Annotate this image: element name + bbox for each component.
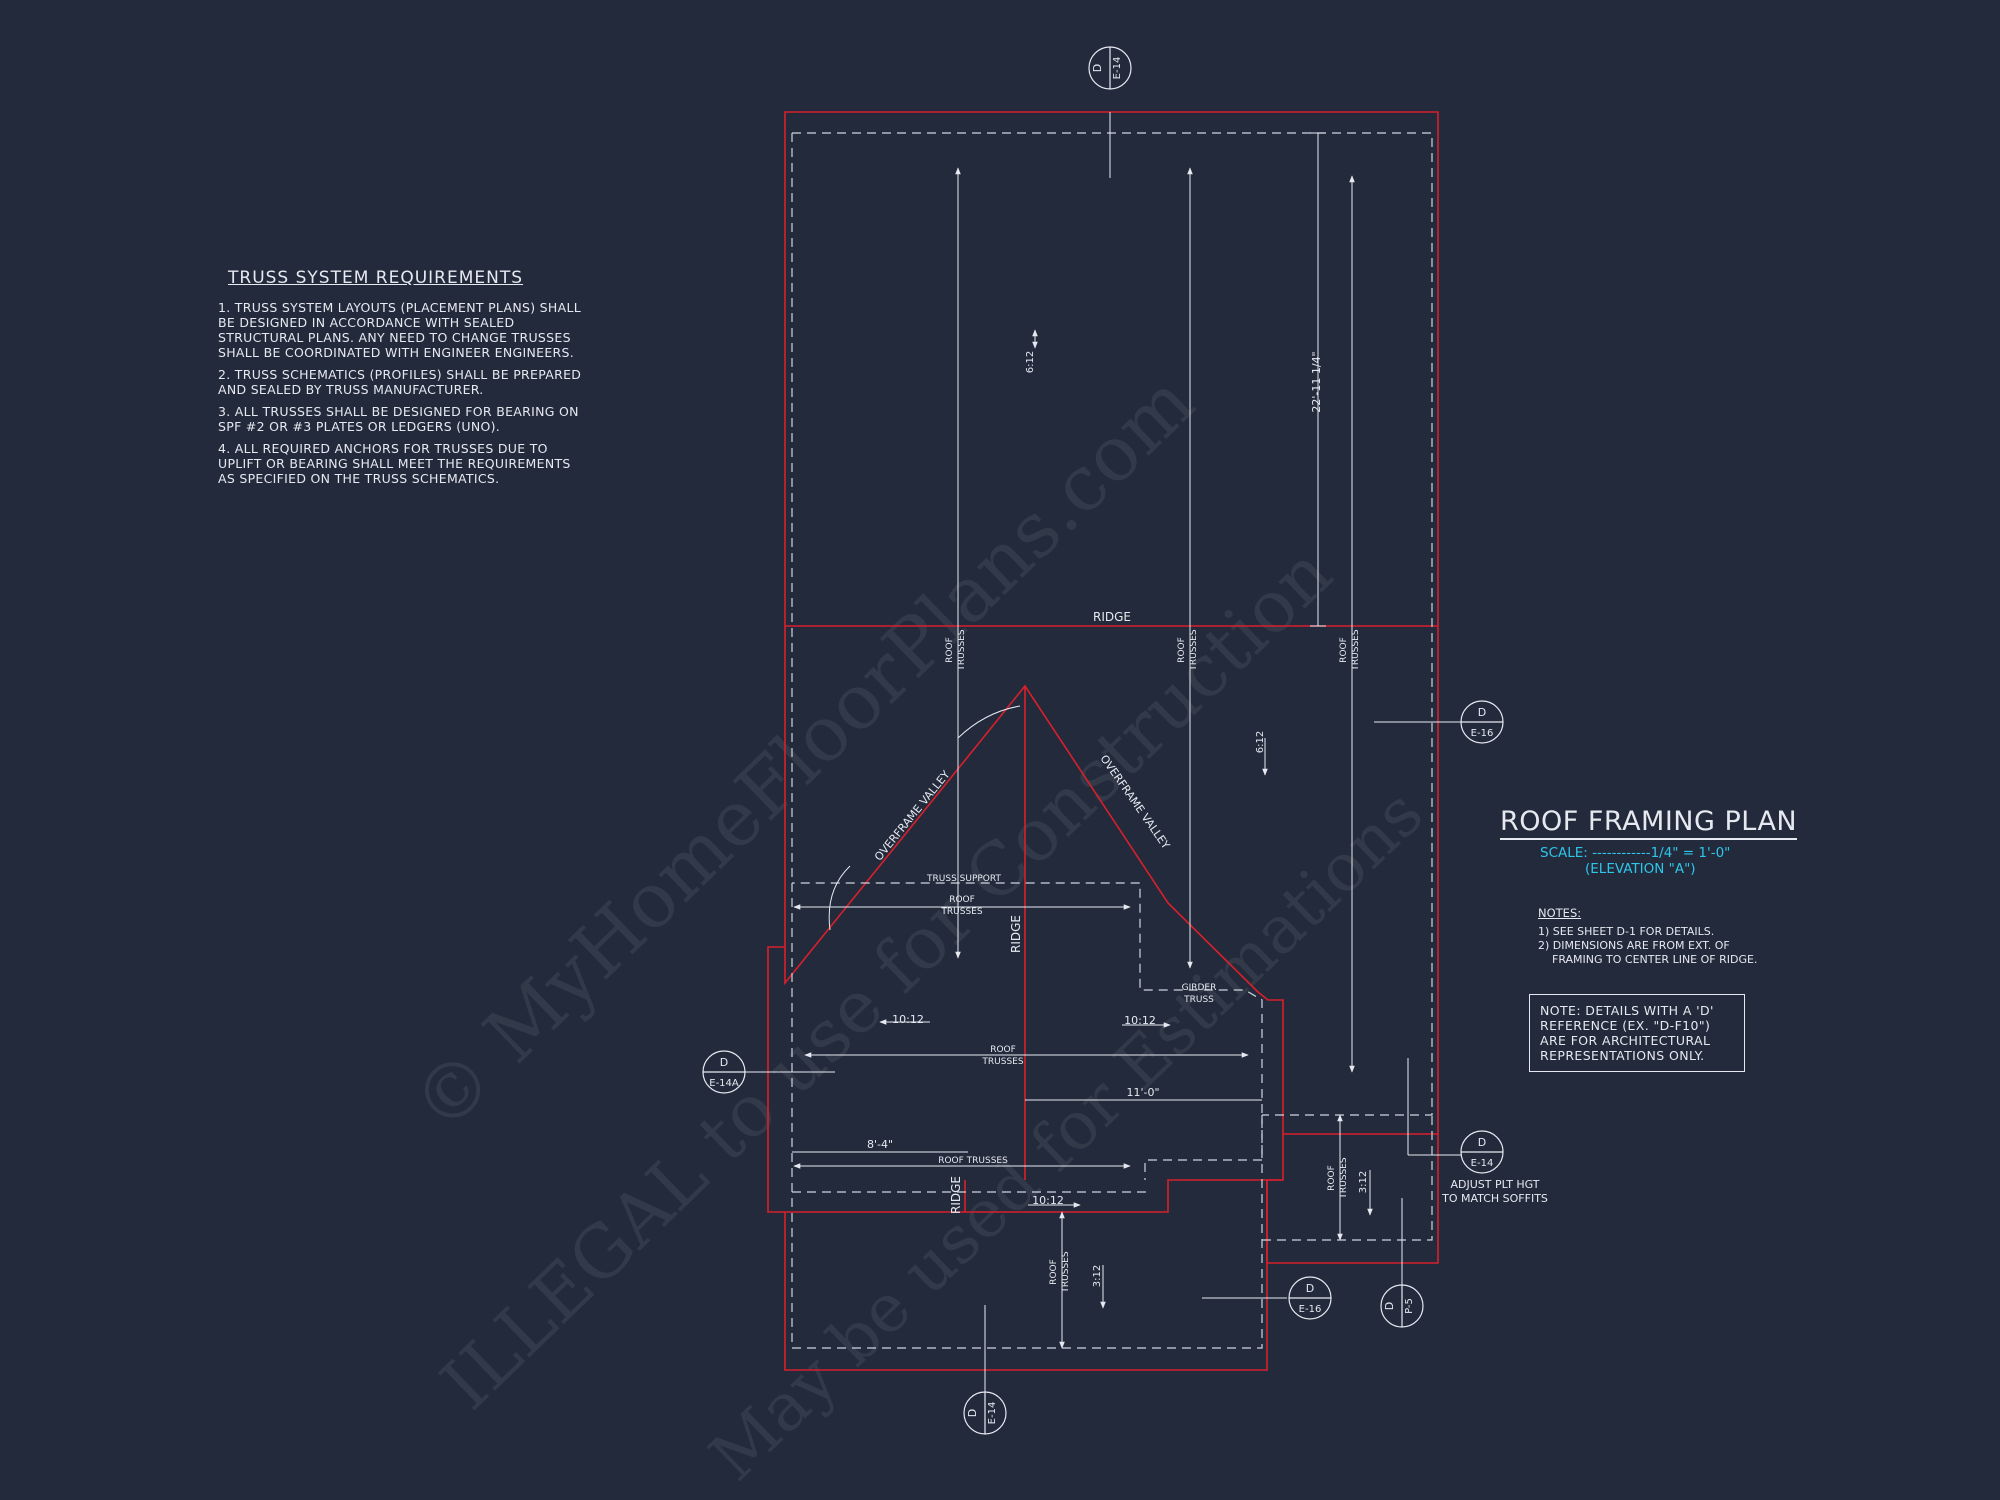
bottom-wing-outline <box>784 1180 1268 1371</box>
dimension-8: 8'-4" <box>867 1138 893 1151</box>
pitch-label: 6:12 <box>1025 351 1036 373</box>
pitch-label: 10:12 <box>1124 1014 1156 1027</box>
wall-dash-top <box>792 132 1433 1116</box>
detail-bubble-bottom-mid[interactable]: D E-16 <box>1288 1276 1332 1320</box>
roof-label: ROOF <box>1327 1165 1337 1191</box>
trusses-label: TRUSSES <box>940 907 982 917</box>
pitch-label: 10:12 <box>892 1013 924 1026</box>
plan-elevation: (ELEVATION "A") <box>1585 861 1696 877</box>
dimension-11: 11'-0" <box>1126 1086 1159 1099</box>
roof-label: ROOF <box>949 895 975 905</box>
bubble-sheet: E-14 <box>1471 1158 1494 1169</box>
plan-title: ROOF FRAMING PLAN <box>1500 806 1798 840</box>
adjust-note-1: ADJUST PLT HGT <box>1450 1178 1539 1191</box>
trusses-label: TRUSSES <box>1351 629 1361 671</box>
truss-requirement-item: 1. TRUSS SYSTEM LAYOUTS (PLACEMENT PLANS… <box>218 300 581 360</box>
truss-support-label: TRUSS SUPPORT <box>926 874 1001 884</box>
framing-outline <box>767 111 1439 1371</box>
note-line: FRAMING TO CENTER LINE OF RIDGE. <box>1552 953 1758 966</box>
trusses-label: TRUSSES <box>1061 1251 1071 1293</box>
roof-label: ROOF <box>1339 637 1349 663</box>
pitch-label: 6:12 <box>1255 731 1266 753</box>
pitch-label: 3:12 <box>1092 1265 1103 1287</box>
truss-requirement-item: 2. TRUSS SCHEMATICS (PROFILES) SHALL BE … <box>218 367 582 397</box>
ridge-label: RIDGE <box>1009 915 1023 953</box>
leaders <box>735 112 1462 1392</box>
pitch-label: 3:12 <box>1358 1171 1369 1193</box>
roof-label: ROOF <box>990 1045 1016 1055</box>
detail-bubble-right[interactable]: D E-16 <box>1460 700 1504 744</box>
bubble-sheet: E-14 <box>1112 57 1123 80</box>
roof-label: ROOF <box>945 637 955 663</box>
bubble-letter: D <box>1383 1302 1396 1310</box>
trusses-label: TRUSSES <box>1189 629 1199 671</box>
plan-scale: SCALE: ------------1/4" = 1'-0" <box>1540 845 1731 861</box>
girder-label: GIRDER <box>1182 983 1217 993</box>
detail-reference-note: NOTE: DETAILS WITH A 'D' REFERENCE (EX. … <box>1529 994 1745 1072</box>
overall-dimension: 22'-11 1/4" <box>1310 351 1323 412</box>
bubble-letter: D <box>1306 1282 1314 1295</box>
valley-label-right: OVERFRAME VALLEY <box>1097 752 1172 851</box>
detail-bubble-right-lower[interactable]: D E-14 <box>1460 1130 1504 1174</box>
roof-trusses-label: ROOF TRUSSES <box>938 1156 1008 1166</box>
bubble-sheet: P-5 <box>1404 1298 1415 1314</box>
truss-requirements: TRUSS SYSTEM REQUIREMENTS 1. TRUSS SYSTE… <box>218 268 588 493</box>
trusses-label: TRUSSES <box>957 629 967 671</box>
bubble-sheet: E-14 <box>987 1402 998 1425</box>
plan-labels: RIDGE ROOF TRUSSES ROOF TRUSSES ROOF TRU… <box>867 351 1548 1294</box>
roof-label: ROOF <box>1177 637 1187 663</box>
bubble-letter: D <box>1091 64 1104 72</box>
bubble-sheet: E-16 <box>1299 1304 1322 1315</box>
main-roof-outline <box>784 111 1439 1264</box>
pitch-label: 10:12 <box>1032 1194 1064 1207</box>
adjust-note-2: TO MATCH SOFFITS <box>1441 1192 1548 1205</box>
bubble-letter: D <box>1478 1136 1486 1149</box>
detail-bubble-top[interactable]: D E-14 <box>1088 46 1132 90</box>
truss-requirement-item: 4. ALL REQUIRED ANCHORS FOR TRUSSES DUE … <box>218 441 571 486</box>
note-line: 2) DIMENSIONS ARE FROM EXT. OF <box>1538 939 1730 952</box>
bubble-letter: D <box>1478 706 1486 719</box>
detail-bubble-left[interactable]: D E-14A <box>702 1050 746 1094</box>
lower-wing-outline <box>767 946 1283 1213</box>
bubble-sheet: E-14A <box>709 1078 739 1089</box>
bubble-letter: D <box>966 1409 979 1417</box>
ridge-label: RIDGE <box>1093 610 1131 624</box>
valley-label-left: OVERFRAME VALLEY <box>872 768 953 863</box>
bubble-sheet: E-16 <box>1471 728 1494 739</box>
roof-label: ROOF <box>1049 1259 1059 1285</box>
truss-arrows <box>792 132 1373 1349</box>
truss-requirement-item: 3. ALL TRUSSES SHALL BE DESIGNED FOR BEA… <box>218 404 579 434</box>
truss-requirements-title: TRUSS SYSTEM REQUIREMENTS <box>228 268 524 288</box>
note-line: 1) SEE SHEET D-1 FOR DETAILS. <box>1538 925 1715 938</box>
notes-heading: NOTES: <box>1538 906 1582 920</box>
wall-lines <box>791 132 1433 1349</box>
trusses-label: TRUSSES <box>1339 1157 1349 1199</box>
ridge-label: RIDGE <box>949 1176 963 1214</box>
truss-label: TRUSS <box>1183 995 1214 1005</box>
detail-bubble-bottom[interactable]: D E-14 <box>963 1391 1007 1435</box>
trusses-label: TRUSSES <box>981 1057 1023 1067</box>
plan-notes: NOTES: 1) SEE SHEET D-1 FOR DETAILS. 2) … <box>1538 906 1798 967</box>
bubble-letter: D <box>720 1056 728 1069</box>
detail-bubble-plumbing[interactable]: D P-5 <box>1380 1284 1424 1328</box>
plan-title-block: ROOF FRAMING PLAN SCALE: ------------1/4… <box>1500 806 1800 877</box>
